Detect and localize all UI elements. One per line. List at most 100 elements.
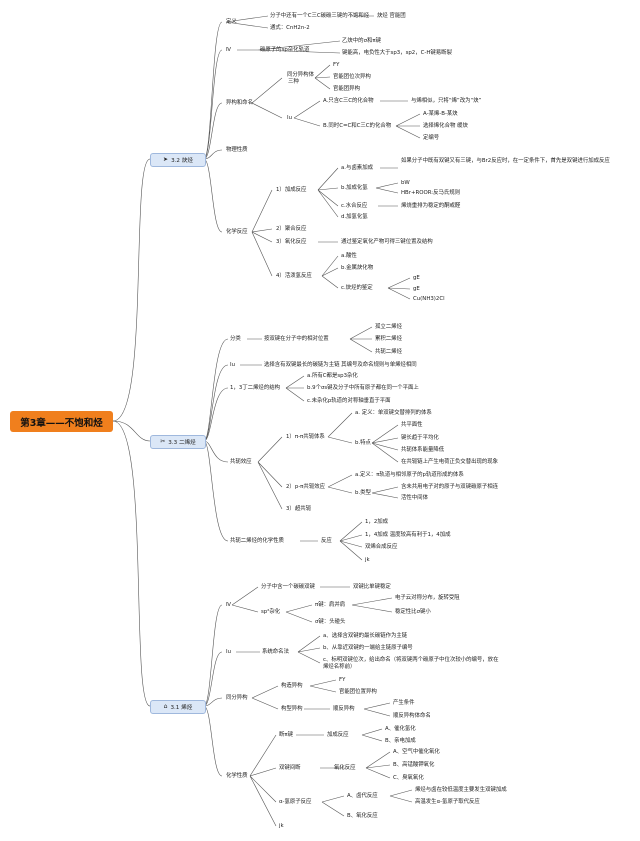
- node-text[interactable]: 累积二烯烃: [375, 336, 402, 342]
- node-text[interactable]: FY: [333, 62, 340, 68]
- node-text[interactable]: 孤立二烯烃: [375, 324, 402, 330]
- node-text[interactable]: A.只含C三C的化合物: [323, 98, 374, 104]
- node-text[interactable]: 键能高，电负性大于sp3，sp2，C-H键易断裂: [342, 50, 452, 56]
- node-text[interactable]: α-氢原子反应: [279, 799, 312, 805]
- node-text[interactable]: b、从靠近双键的一端给主链原子编号: [323, 645, 413, 651]
- node-text[interactable]: 乙炔中的σ和π键: [342, 38, 382, 44]
- node-text[interactable]: sp²杂化: [261, 609, 281, 615]
- node-text[interactable]: c.水合反应: [341, 203, 368, 209]
- node-text[interactable]: 共轭二烯烃: [375, 349, 402, 355]
- node-text[interactable]: 按双键在分子中的相对位置: [264, 336, 329, 342]
- node-text[interactable]: 通式：CnH2n-2: [270, 25, 310, 31]
- node-text[interactable]: 烯烧重排为稳定的酮或醛: [401, 203, 461, 209]
- node-text[interactable]: d.加氢化氢: [341, 214, 368, 220]
- node-text[interactable]: 物理性质: [226, 147, 248, 153]
- node-text[interactable]: 烯烃与卤在较低温度主要发生双键加成: [415, 787, 507, 793]
- node-text[interactable]: a.定义：π轨道与相邻原子的p轨道形成的体系: [355, 472, 464, 478]
- node-text[interactable]: 氧化反应: [334, 765, 356, 771]
- node-text[interactable]: A、卤代反应: [347, 793, 378, 799]
- node-text[interactable]: b.9个σs键及分子中所有原子都在同一个平面上: [307, 385, 419, 391]
- node-text[interactable]: 化学性质: [226, 773, 248, 779]
- node-text[interactable]: 高温发生α-氢原子取代反应: [415, 799, 480, 805]
- node-text[interactable]: 选择含有双键最长的碳链为主链 其编号及命名规则与单烯烃相同: [264, 362, 417, 368]
- node-text[interactable]: 含未共用电子对的原子与双键碳原子相连: [401, 484, 499, 490]
- node-text[interactable]: 双键比单键稳定: [353, 584, 391, 590]
- node-text[interactable]: 1，3丁二烯烃的结构: [230, 385, 280, 391]
- node-text[interactable]: 如果分子中既有双键又有三键，与Br2反应时，在一定条件下，首先是双键进行加成反应: [401, 158, 610, 164]
- node-text[interactable]: 构型异构: [281, 706, 303, 712]
- node-text[interactable]: 分子中含一个碳碳双键: [261, 584, 315, 590]
- node-text[interactable]: a.所有C都是sp3杂化: [307, 373, 358, 379]
- node-text[interactable]: 2）p-π共轭效应: [286, 484, 325, 490]
- node-text[interactable]: gE: [413, 275, 420, 281]
- node-text[interactable]: jk: [279, 823, 284, 829]
- node-text[interactable]: b.加成化氢: [341, 185, 368, 191]
- node-text[interactable]: 分子中还有一个C三C碳碳三键的不饱和烃: [270, 13, 370, 19]
- node-text[interactable]: 2）聚合反应: [276, 226, 307, 232]
- node-text[interactable]: 顺反异构: [333, 706, 355, 712]
- node-text[interactable]: A-某烯-B-某炔: [423, 111, 458, 117]
- node-text[interactable]: 3）超共轭: [286, 506, 311, 512]
- node-text[interactable]: 电子云对称分布，旋转受阻: [395, 595, 460, 601]
- node-text[interactable]: 加成反应: [327, 732, 349, 738]
- node-text[interactable]: 断π键: [279, 732, 294, 738]
- node-text[interactable]: 定编号: [423, 135, 440, 141]
- node-text[interactable]: b.特点: [355, 440, 371, 446]
- node-text[interactable]: 1，2加成: [365, 519, 389, 525]
- node-text[interactable]: A、空气中催化氧化: [393, 749, 440, 755]
- section-alkene[interactable]: ⌂ 3.1 烯烃: [150, 700, 206, 714]
- node-text[interactable]: a.酸性: [341, 253, 357, 259]
- section-alkyne[interactable]: ➤ 3.2 炔烃: [150, 153, 206, 167]
- node-text[interactable]: 顺反异构体命名: [393, 713, 431, 719]
- node-text[interactable]: 反应: [321, 538, 332, 544]
- node-text[interactable]: π键：肩并肩: [315, 602, 346, 608]
- node-text[interactable]: 炔烃 官能团: [377, 13, 406, 19]
- node-text[interactable]: gE: [413, 286, 420, 292]
- node-text[interactable]: 共轭效应: [230, 459, 252, 465]
- node-text[interactable]: B、亲电加成: [385, 738, 416, 744]
- node-text[interactable]: 化学反应: [226, 229, 248, 235]
- node-text[interactable]: 官能团异构: [333, 86, 360, 92]
- node-text[interactable]: 共轭二烯烃的化学性质: [230, 538, 284, 544]
- node-text[interactable]: c、标明双键位次，给出命名（将双键两个碳原子中位次较小的编号，放在烯烃名称前）: [323, 657, 499, 670]
- node-text[interactable]: b.金属炔化物: [341, 265, 374, 271]
- node-text[interactable]: B.同时C=C和C三C的化合物: [323, 123, 392, 129]
- node-text[interactable]: A、催化氢化: [385, 726, 416, 732]
- node-text[interactable]: 异构和命名: [226, 100, 253, 106]
- node-text[interactable]: C、臭氧氧化: [393, 775, 424, 781]
- node-text[interactable]: 同分异构: [226, 695, 248, 701]
- node-text[interactable]: B、氧化反应: [347, 813, 378, 819]
- node-text[interactable]: Ⅳ: [226, 47, 231, 53]
- node-text[interactable]: 同分异构体: [287, 72, 314, 78]
- node-text[interactable]: 碳原子的sp杂化轨道: [260, 47, 310, 53]
- node-text[interactable]: a、选择含双键的最长碳链作为主链: [323, 633, 408, 639]
- node-text[interactable]: FY: [339, 677, 346, 683]
- node-text[interactable]: 通过鉴定氧化产物可得三键位置及结构: [341, 239, 433, 245]
- node-text[interactable]: 共轭体系能量降低: [401, 447, 445, 453]
- node-text[interactable]: 1）加成反应: [276, 187, 307, 193]
- node-text[interactable]: Ⅰu: [226, 649, 232, 655]
- node-text[interactable]: 1，4加成 温度较高有利于1，4加成: [365, 532, 451, 538]
- node-text[interactable]: 在共轭链上产生电荷正负交替出现的现象: [401, 459, 499, 465]
- node-text[interactable]: 双烯合成反应: [365, 544, 398, 550]
- node-text[interactable]: 4）活泼氢反应: [276, 273, 312, 279]
- node-text[interactable]: Ⅳ: [226, 602, 231, 608]
- node-text[interactable]: c.未杂化p轨道的对称轴垂直于平面: [307, 398, 391, 404]
- node-text[interactable]: B、高锰酸钾氧化: [393, 762, 435, 768]
- node-text[interactable]: 三种: [288, 79, 299, 85]
- node-text[interactable]: c.炔烃的鉴定: [341, 285, 373, 291]
- node-text[interactable]: 系统命名法: [262, 649, 289, 655]
- node-text[interactable]: Ⅰu: [287, 115, 293, 121]
- node-text[interactable]: HBr+ROOR:反马氏规则: [401, 190, 461, 196]
- node-text[interactable]: b.类型: [355, 490, 371, 496]
- node-text[interactable]: 选择烯化合物 缓炔: [423, 123, 468, 129]
- node-text[interactable]: 分类: [230, 336, 241, 342]
- node-text[interactable]: 键长趋于平均化: [401, 435, 439, 441]
- node-text[interactable]: Cu(NH3)2Cl: [413, 296, 445, 302]
- node-text[interactable]: 3）氧化反应: [276, 239, 307, 245]
- node-text[interactable]: jk: [365, 557, 370, 563]
- node-text[interactable]: 双键间断: [279, 765, 301, 771]
- node-text[interactable]: 稳定性比σ键小: [395, 609, 431, 615]
- root-topic[interactable]: 第3章——不饱和烃: [10, 411, 113, 432]
- node-definition[interactable]: 定义: [226, 19, 237, 25]
